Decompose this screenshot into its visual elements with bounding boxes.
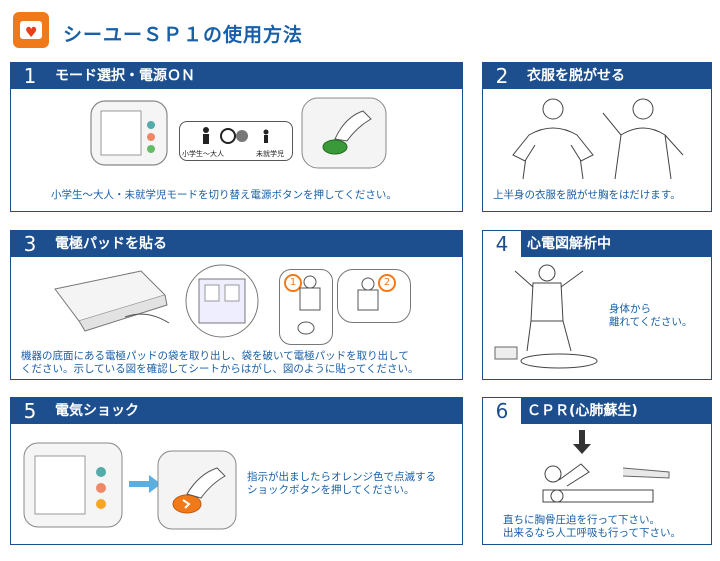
step-5-header: 5 電気ショック xyxy=(11,398,462,424)
analysis-illustration xyxy=(494,264,598,369)
page-title: シーユーＳＰ１の使用方法 xyxy=(63,24,304,46)
adult-mode-label: 小学生～大人 xyxy=(182,150,224,158)
step-6-header: 6 ＣＰＲ(心肺蘇生) xyxy=(483,398,711,424)
pad-number-2: 2 xyxy=(378,274,396,292)
adult-pad-placement: 1 xyxy=(279,269,333,345)
pad-sheet-illustration xyxy=(185,264,259,338)
step-1-header: 1 モード選択・電源ＯＮ xyxy=(11,63,462,89)
cpr-illustration xyxy=(542,430,670,503)
step-title: 電気ショック xyxy=(55,403,139,419)
step-2-panel: 2 衣服を脱がせる 上半身の衣服を脱がせ胸をはだけます。 xyxy=(482,62,712,212)
step-number: 3 xyxy=(23,232,37,256)
mode-selector: 小学生～大人 未就学児 xyxy=(179,121,293,161)
step-3-caption-line-1: 機器の底面にある電極パッドの袋を取り出し、袋を破いて電極パッドを取り出して xyxy=(21,350,409,362)
undress-illustration xyxy=(512,98,684,179)
header: ♥ シーユーＳＰ１の使用方法 xyxy=(0,0,720,60)
heart-icon: ♥ xyxy=(25,25,38,41)
step-title: 衣服を脱がせる xyxy=(527,68,625,84)
step-6-caption-line-1: 直ちに胸骨圧迫を行って下さい。 xyxy=(503,514,660,526)
step-1-panel: 1 モード選択・電源ＯＮ 小学生～大人 未就学児 小学生～大人・未就学児モードを… xyxy=(10,62,463,212)
aed-logo: ♥ xyxy=(13,12,49,48)
step-6-panel: 6 ＣＰＲ(心肺蘇生) 直ちに胸骨圧迫を行って下さい。 出来るなら人工呼吸も行っ… xyxy=(482,397,712,545)
step-number: 4 xyxy=(483,231,521,257)
step-5-caption-line-1: 指示が出ましたらオレンジ色で点滅する xyxy=(247,471,436,483)
step-5-panel: 5 電気ショック 指示が出ましたらオレンジ色で点滅する ショックボタンを押してく… xyxy=(10,397,463,545)
device-front-illustration xyxy=(23,442,123,528)
step-6-caption-line-2: 出来るなら人工呼吸も行って下さい。 xyxy=(503,527,681,539)
step-2-header: 2 衣服を脱がせる xyxy=(483,63,711,89)
step-4-panel: 4 心電図解析中 身体から 離れてください。 xyxy=(482,230,712,380)
step-3-panel: 3 電極パッドを貼る 1 2 機器の底面にある電極パッドの袋を取り出し、袋を破い… xyxy=(10,230,463,380)
step-title: 電極パッドを貼る xyxy=(55,236,167,252)
step-2-caption: 上半身の衣服を脱がせ胸をはだけます。 xyxy=(493,189,681,201)
device-illustration xyxy=(90,100,168,166)
step-4-header: 4 心電図解析中 xyxy=(483,231,711,257)
pad-pouch-illustration xyxy=(54,270,170,332)
step-number: 6 xyxy=(483,398,521,424)
step-number: 1 xyxy=(23,64,37,88)
step-5-caption-line-2: ショックボタンを押してください。 xyxy=(247,484,415,496)
shock-button-illustration xyxy=(157,450,237,530)
step-4-caption-line-1: 身体から xyxy=(609,303,651,315)
child-mode-label: 未就学児 xyxy=(256,150,284,158)
step-number: 2 xyxy=(495,64,509,88)
step-number: 5 xyxy=(23,399,37,423)
step-1-caption: 小学生～大人・未就学児モードを切り替え電源ボタンを押してください。 xyxy=(51,189,397,201)
pad-number-1: 1 xyxy=(284,274,302,292)
step-title: モード選択・電源ＯＮ xyxy=(55,68,195,84)
step-title: ＣＰＲ(心肺蘇生) xyxy=(527,403,638,419)
child-pad-placement: 2 xyxy=(337,269,411,323)
step-4-caption-line-2: 離れてください。 xyxy=(609,316,693,328)
power-button-illustration xyxy=(301,97,387,169)
step-3-caption-line-2: ください。示している図を確認してシートからはがし、図のように貼ってください。 xyxy=(21,363,419,375)
arrow-icon xyxy=(129,475,161,493)
step-3-header: 3 電極パッドを貼る xyxy=(11,231,462,257)
step-title: 心電図解析中 xyxy=(527,236,611,252)
